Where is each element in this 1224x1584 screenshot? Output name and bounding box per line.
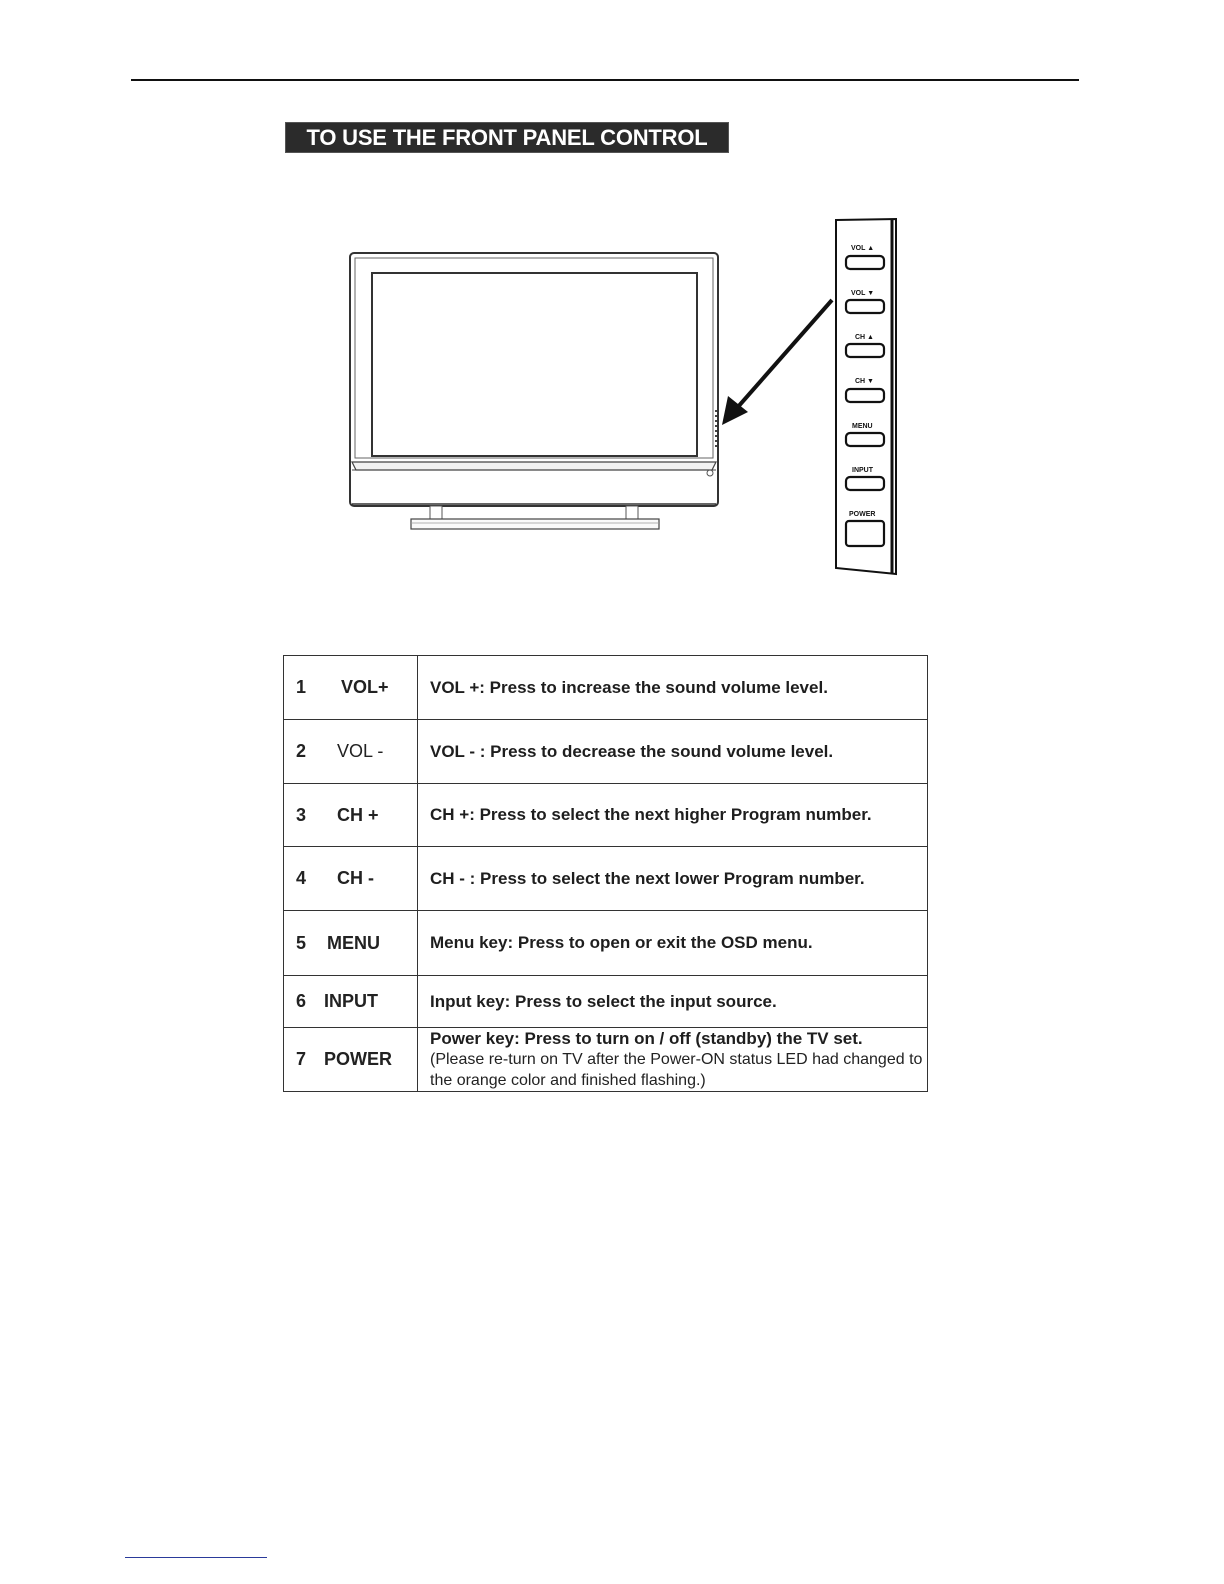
- control-key: 3 CH +: [283, 783, 418, 847]
- table-row: 2 VOL - VOL - : Press to decrease the sou…: [283, 719, 928, 784]
- table-row: 5 MENU Menu key: Press to open or exit th…: [283, 910, 928, 976]
- control-desc: Menu key: Press to open or exit the OSD …: [417, 910, 928, 976]
- vol-up-button[interactable]: [844, 254, 886, 271]
- row-number: 7: [296, 1049, 307, 1069]
- power-button[interactable]: [844, 519, 886, 548]
- control-name: CH +: [337, 804, 379, 825]
- panel-label-vol-up: VOL ▲: [851, 245, 874, 252]
- control-name: CH -: [337, 868, 374, 888]
- table-row: 3 CH + CH +: Press to select the next hig…: [283, 783, 928, 847]
- control-key: 4 CH -: [283, 846, 418, 911]
- panel-label-menu: MENU: [852, 423, 873, 430]
- table-row: 1 VOL+ VOL +: Press to increase the sound…: [283, 655, 928, 720]
- control-desc: CH +: Press to select the next higher Pr…: [417, 783, 928, 847]
- table-row: 6 INPUT Input key: Press to select the in…: [283, 975, 928, 1028]
- control-key: 7 POWER: [283, 1027, 418, 1092]
- input-button[interactable]: [844, 475, 886, 492]
- control-desc: VOL +: Press to increase the sound volum…: [417, 655, 928, 720]
- control-name: MENU: [327, 932, 380, 953]
- control-desc-lead: Power key: Press to turn on / off (stand…: [430, 1029, 863, 1048]
- panel-label-ch-down: CH ▼: [855, 378, 874, 385]
- row-number: 4: [296, 868, 307, 888]
- ch-up-button[interactable]: [844, 342, 886, 359]
- panel-label-input: INPUT: [852, 467, 874, 474]
- control-desc: Input key: Press to select the input sou…: [417, 975, 928, 1028]
- control-name: VOL -: [337, 741, 384, 761]
- tv-illustration: [349, 252, 719, 530]
- control-desc: VOL - : Press to decrease the sound volu…: [417, 719, 928, 784]
- control-name: VOL+: [341, 677, 389, 697]
- panel-label-ch-up: CH ▲: [855, 334, 874, 341]
- control-name: INPUT: [324, 991, 378, 1011]
- controls-table: 1 VOL+ VOL +: Press to increase the sound…: [283, 655, 928, 1092]
- table-row: 4 CH - CH - : Press to select the next lo…: [283, 846, 928, 911]
- control-key: 6 INPUT: [283, 975, 418, 1028]
- row-number: 5: [296, 932, 307, 953]
- pointer-arrow: [722, 298, 834, 425]
- row-number: 3: [296, 804, 307, 825]
- row-number: 1: [296, 677, 307, 697]
- vol-down-button[interactable]: [844, 298, 886, 315]
- ch-down-button[interactable]: [844, 387, 886, 404]
- panel-label-vol-down: VOL ▼: [851, 290, 874, 297]
- menu-button[interactable]: [844, 431, 886, 448]
- control-key: 1 VOL+: [283, 655, 418, 720]
- header-rule: [131, 79, 1079, 81]
- control-desc: Power key: Press to turn on / off (stand…: [417, 1027, 928, 1092]
- table-row: 7 POWER Power key: Press to turn on / off…: [283, 1027, 928, 1092]
- control-name: POWER: [324, 1049, 393, 1069]
- front-panel-diagram: VOL ▲ VOL ▼ CH ▲ CH ▼ MENU INPUT POWER: [349, 217, 897, 576]
- row-number: 2: [296, 741, 307, 761]
- row-number: 6: [296, 991, 307, 1011]
- panel-label-power: POWER: [849, 511, 875, 518]
- side-control-strip: VOL ▲ VOL ▼ CH ▲ CH ▼ MENU INPUT POWER: [835, 217, 897, 576]
- control-key: 5 MENU: [283, 910, 418, 976]
- footer-rule: [125, 1557, 267, 1558]
- control-desc-note: (Please re-turn on TV after the Power-ON…: [430, 1051, 923, 1089]
- control-key: 2 VOL -: [283, 719, 418, 784]
- control-desc: CH - : Press to select the next lower Pr…: [417, 846, 928, 911]
- section-title: TO USE THE FRONT PANEL CONTROL: [285, 122, 729, 153]
